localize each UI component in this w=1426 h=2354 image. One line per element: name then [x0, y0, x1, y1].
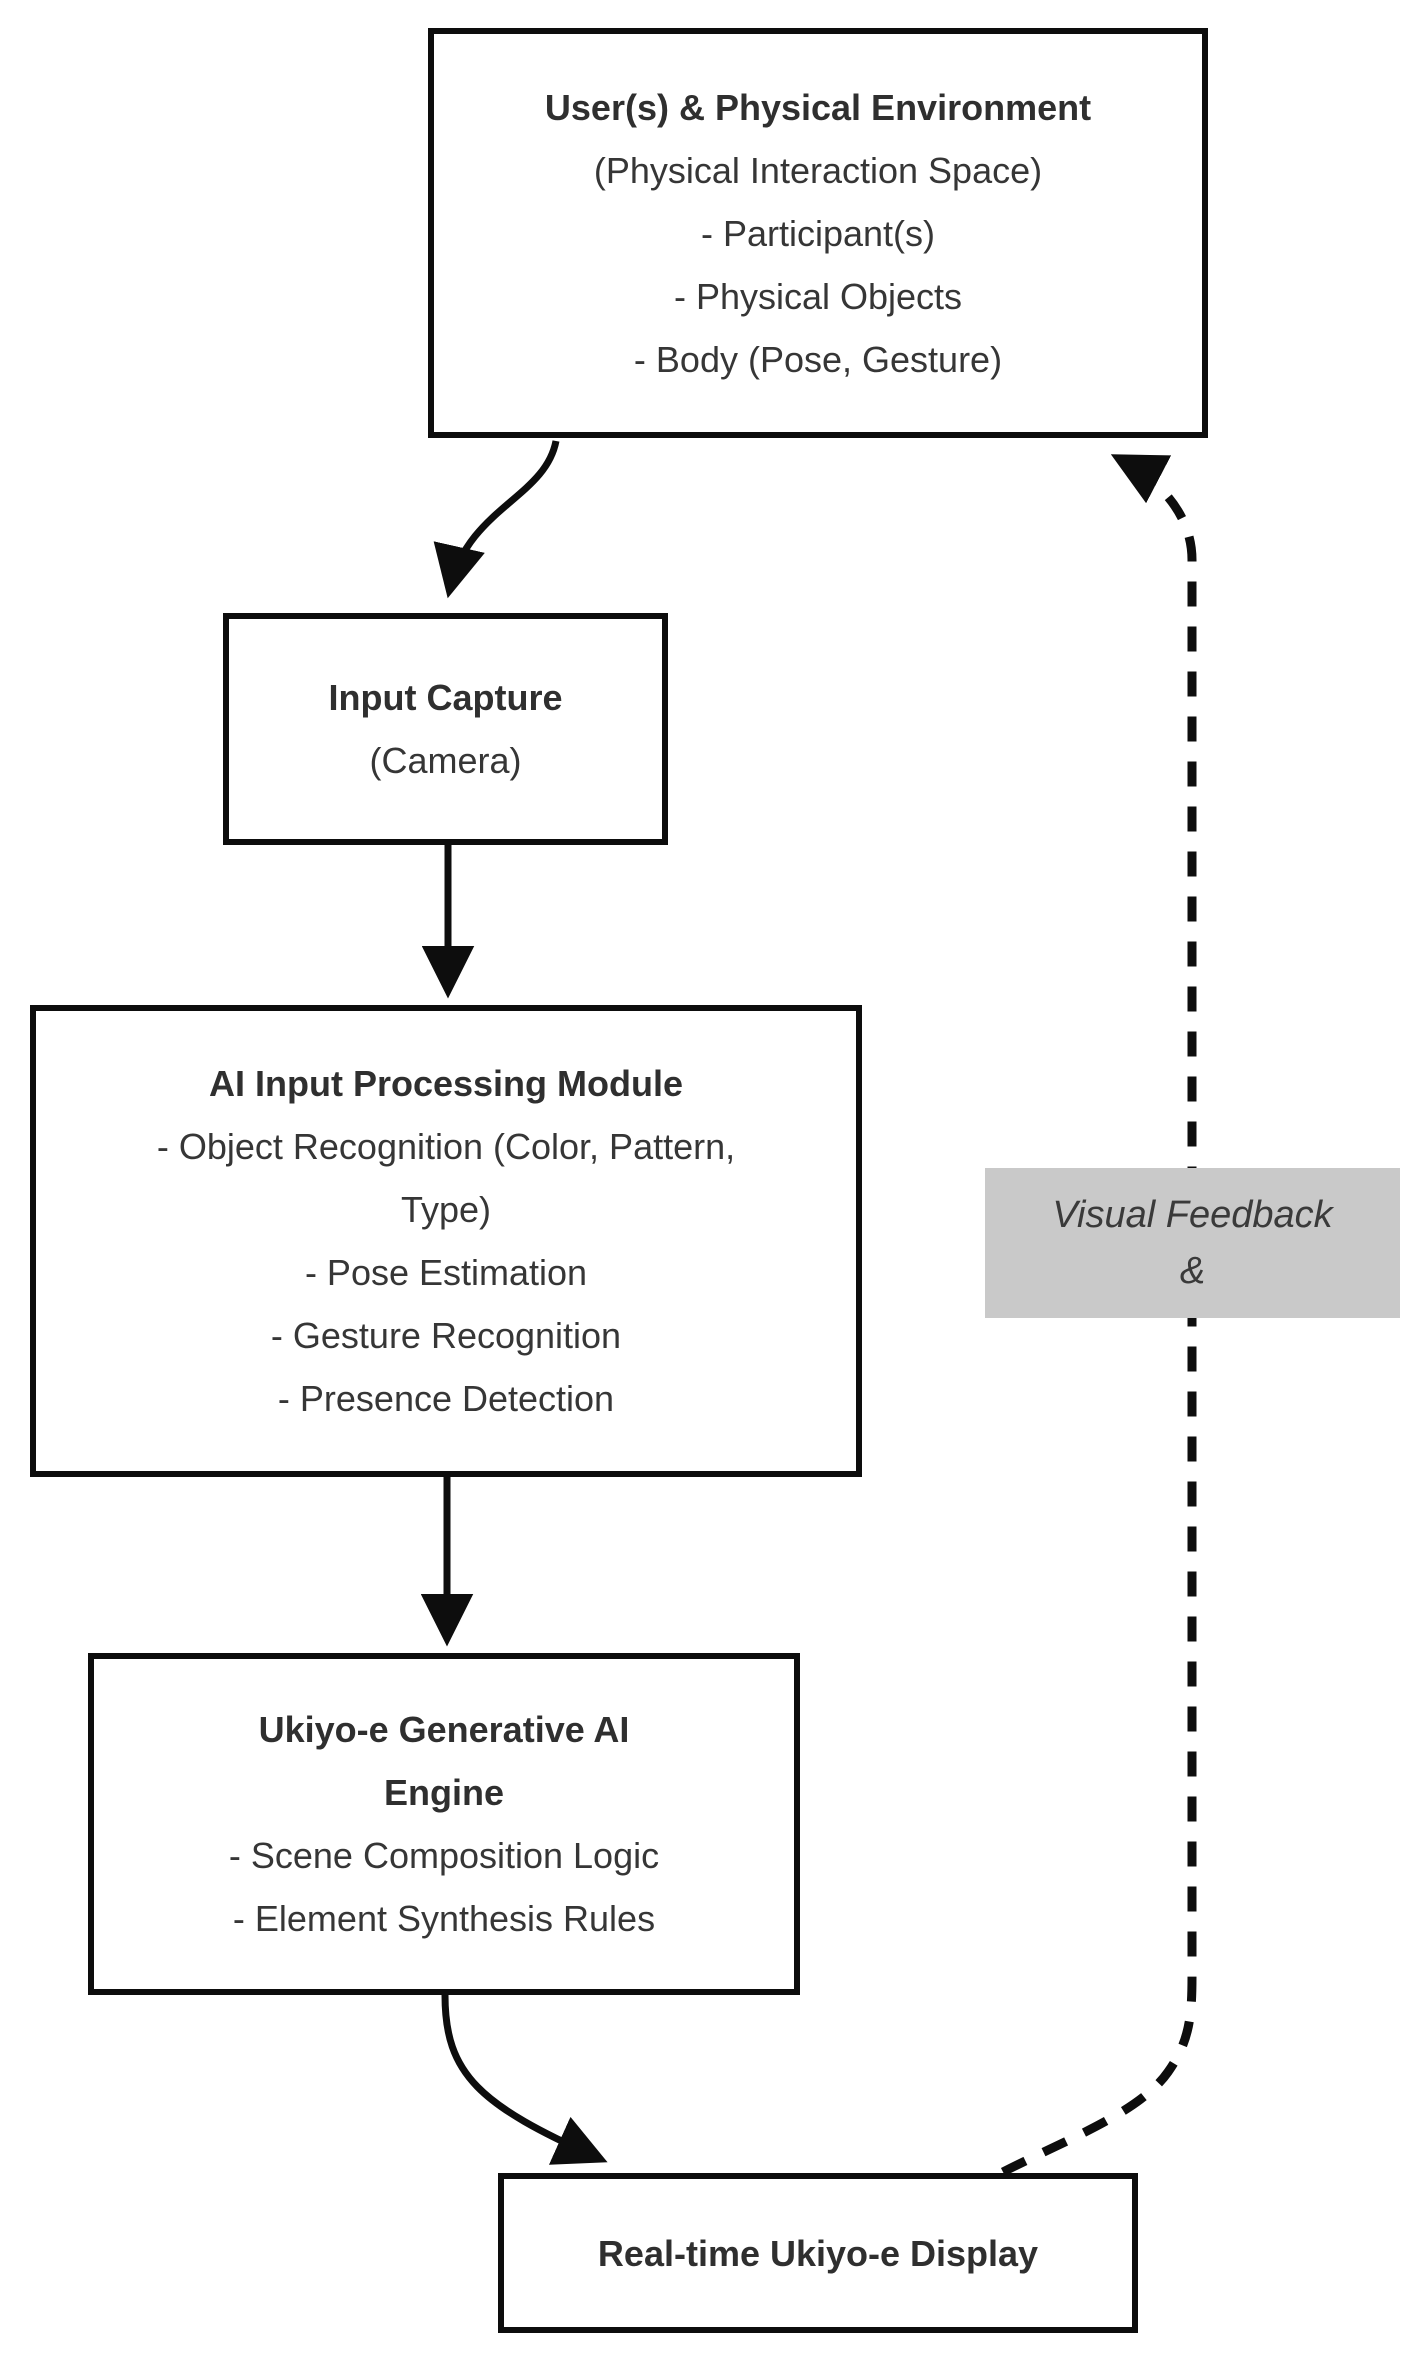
node-ai-input-processing-item: - Gesture Recognition: [270, 1315, 622, 1356]
visual-feedback-label: Visual Feedback &: [985, 1168, 1400, 1318]
node-user-environment-item: - Physical Objects: [673, 275, 963, 317]
node-ai-input-processing-item: - Presence Detection: [277, 1378, 615, 1419]
node-realtime-display-title: Real-time Ukiyo-e Display: [597, 2232, 1039, 2274]
visual-feedback-label-text: Visual Feedback: [1052, 1194, 1333, 1236]
node-user-environment-subtitle: (Physical Interaction Space): [593, 149, 1043, 191]
node-ai-input-processing: AI Input Processing Module - Object Reco…: [30, 1005, 862, 1477]
node-ai-input-processing-title: AI Input Processing Module: [208, 1063, 684, 1104]
node-user-environment-item: - Body (Pose, Gesture): [633, 338, 1003, 380]
node-generative-engine-item: - Element Synthesis Rules: [232, 1898, 656, 1939]
node-input-capture-title: Input Capture: [328, 677, 563, 718]
node-input-capture-subtitle: (Camera): [369, 740, 522, 781]
node-generative-engine-title: Engine: [383, 1772, 504, 1813]
node-ai-input-processing-item: Type): [400, 1189, 492, 1230]
node-user-environment-title: User(s) & Physical Environment: [544, 86, 1092, 128]
node-generative-engine-title: Ukiyo-e Generative AI: [258, 1709, 630, 1750]
node-ai-input-processing-item: - Pose Estimation: [304, 1252, 588, 1293]
arrow-engine-to-display: [441, 1994, 608, 2165]
arrow-userenv-to-inputcapture: [433, 440, 560, 599]
node-user-environment: User(s) & Physical Environment (Physical…: [428, 28, 1208, 438]
node-input-capture: Input Capture (Camera): [223, 613, 668, 845]
visual-feedback-label-ampersand: &: [1179, 1250, 1206, 1292]
arrow-display-to-userenv-feedback: [1000, 454, 1197, 2177]
node-generative-engine-item: - Scene Composition Logic: [228, 1835, 660, 1876]
node-ai-input-processing-item: - Object Recognition (Color, Pattern,: [156, 1126, 736, 1167]
node-realtime-display: Real-time Ukiyo-e Display: [498, 2173, 1138, 2333]
node-generative-engine: Ukiyo-e Generative AI Engine - Scene Com…: [88, 1653, 800, 1995]
node-user-environment-item: - Participant(s): [700, 212, 936, 254]
